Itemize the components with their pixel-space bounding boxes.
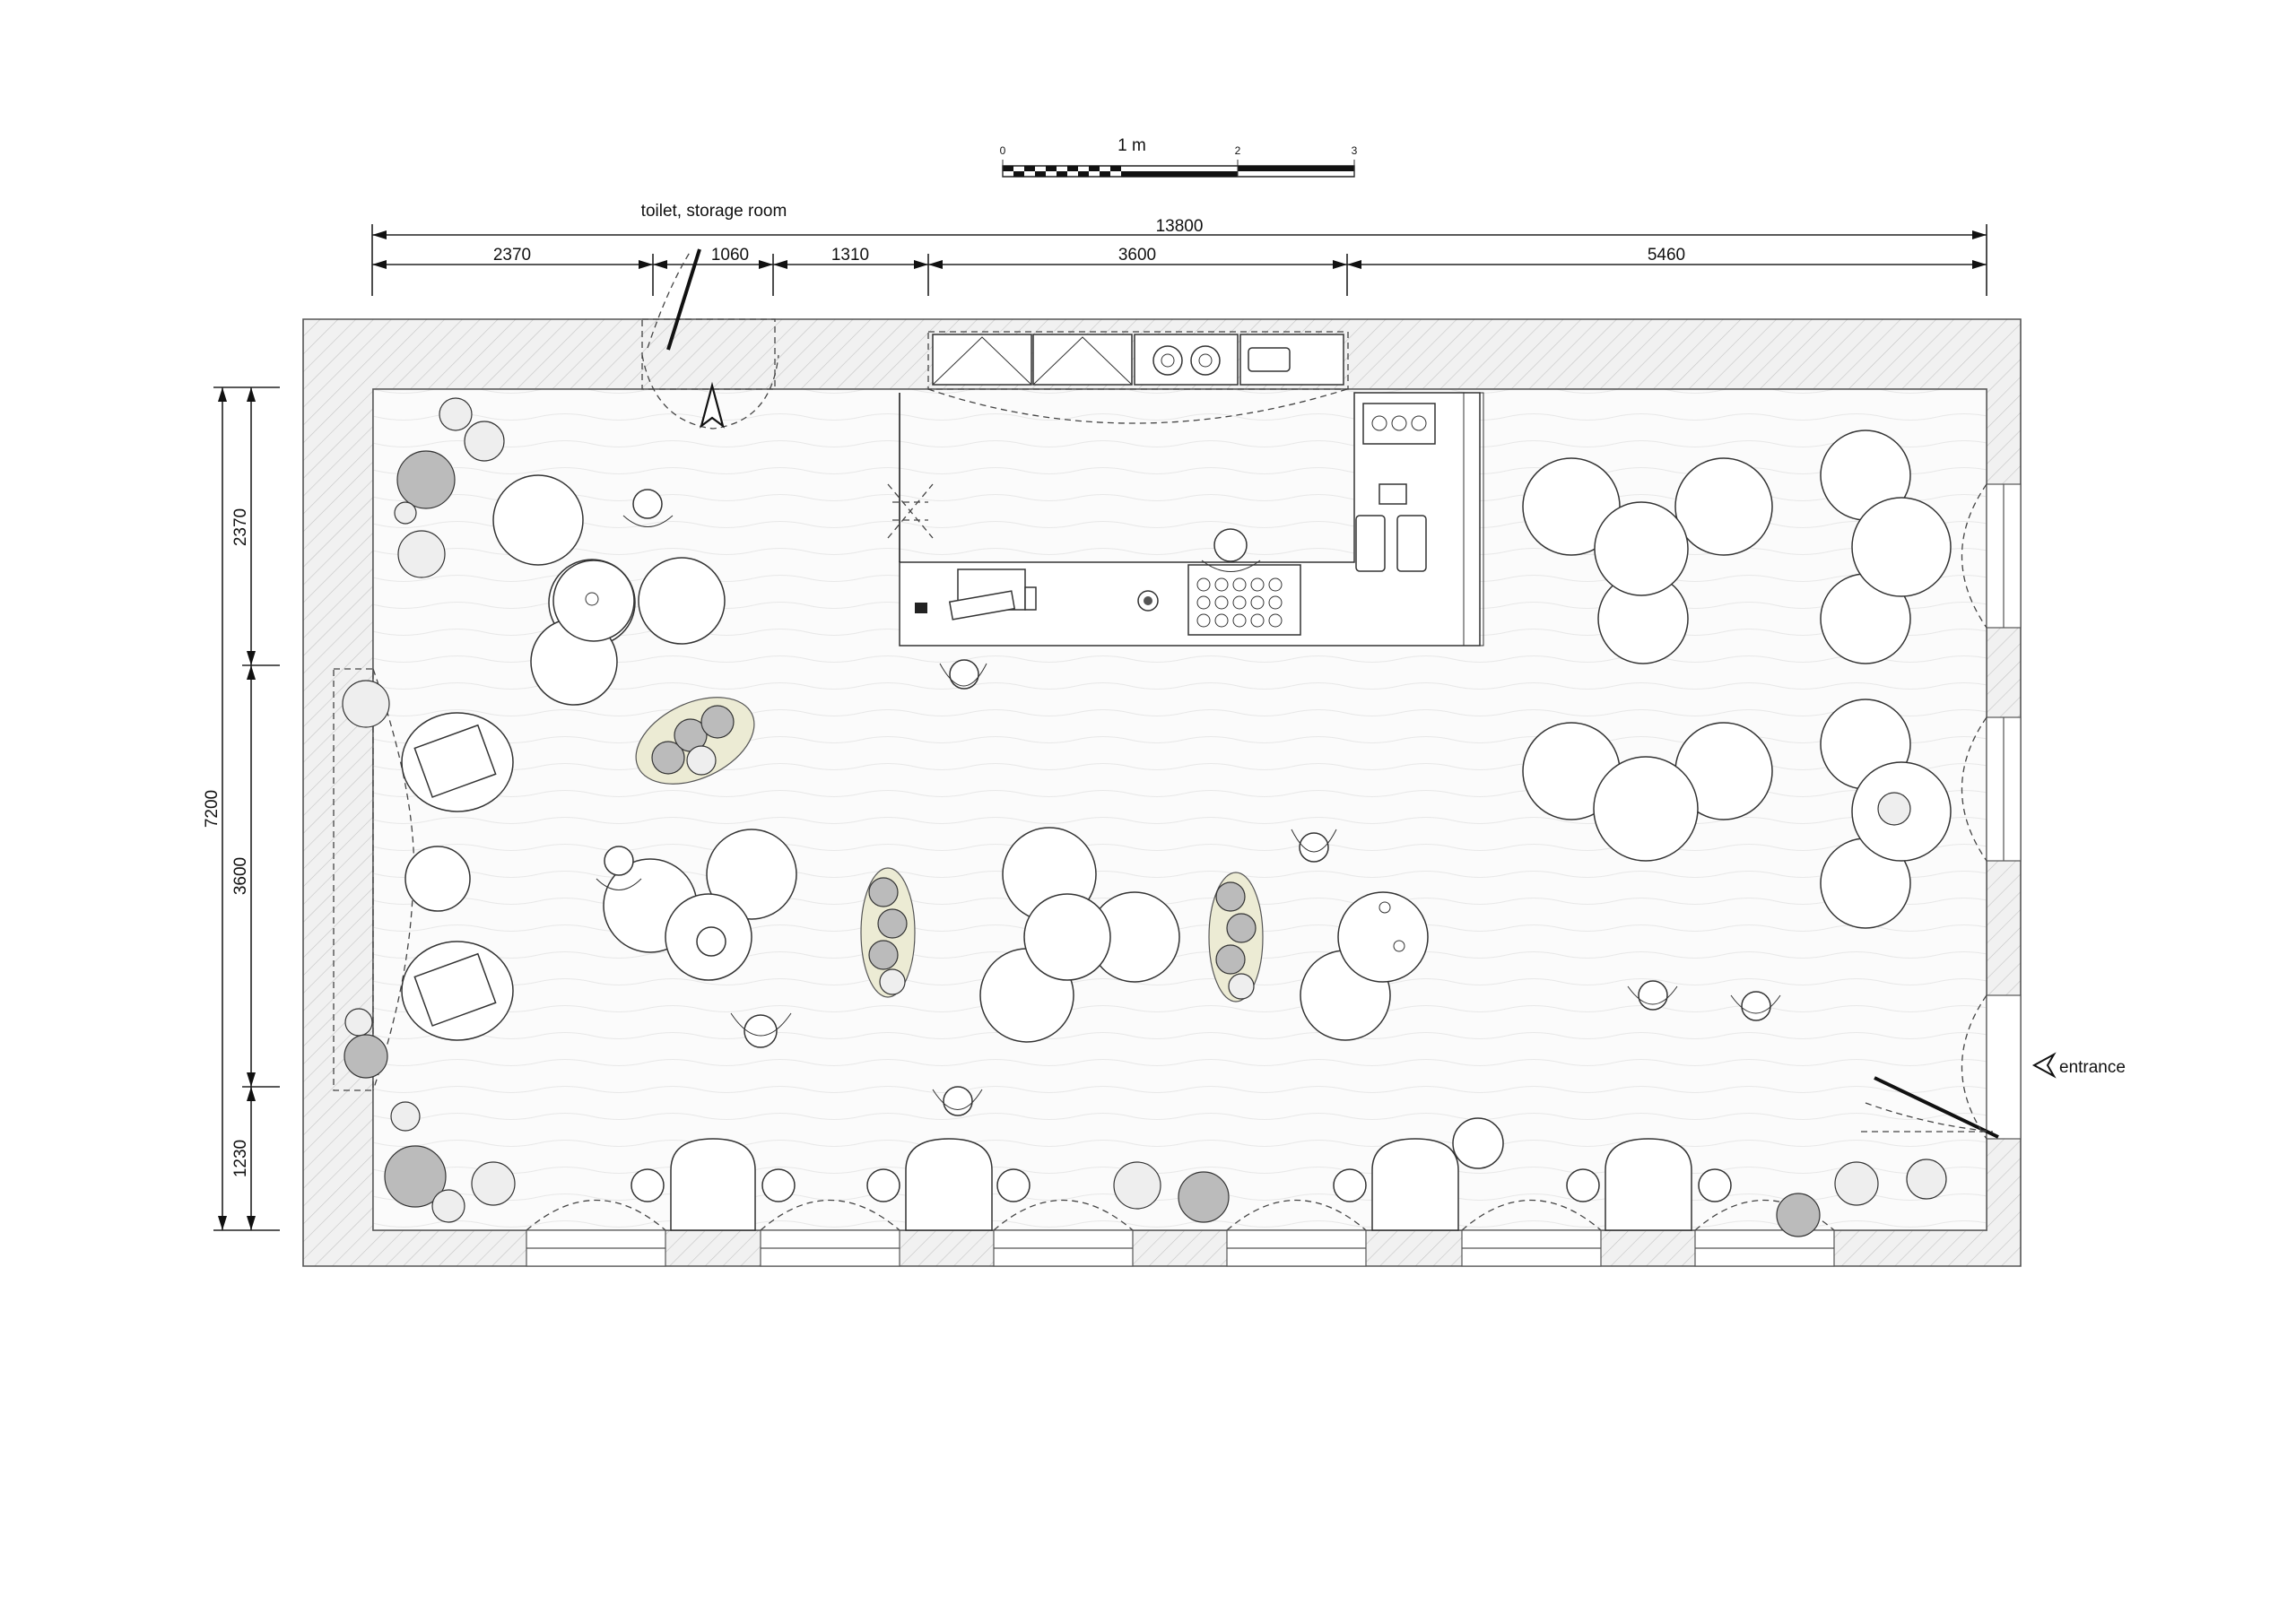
bottom-windows xyxy=(526,1229,1835,1267)
dim-segment-2: 1060 xyxy=(711,246,749,265)
toilet-door: toilet, storage room xyxy=(641,202,787,430)
dim-segment-5: 5460 xyxy=(1648,246,1685,265)
dim-segment-4: 3600 xyxy=(1118,246,1156,265)
bar-counter xyxy=(887,392,1484,647)
lounge-chairs-left xyxy=(401,712,514,1041)
north-arrow-icon xyxy=(700,381,725,429)
right-windows xyxy=(1986,483,2022,862)
entrance-arrow-icon xyxy=(2031,1052,2057,1079)
dim-overall-height: 7200 xyxy=(203,790,222,828)
scale-tick-2: 2 xyxy=(1235,144,1241,157)
toilet-label: toilet, storage room xyxy=(641,202,787,221)
vertical-dimensions: 7200 2370 3600 1230 xyxy=(203,386,280,1231)
back-kitchen-counter xyxy=(927,331,1349,424)
horizontal-dimensions: 13800 2370 1060 1310 3600 5460 xyxy=(371,217,1987,296)
scale-tick-3: 3 xyxy=(1352,144,1358,157)
table-set-far-right xyxy=(1820,430,1952,929)
dim-segment-3: 1310 xyxy=(831,246,869,265)
dim-vertical-1: 2370 xyxy=(231,508,250,546)
plants xyxy=(342,397,1947,1237)
dim-segment-1: 2370 xyxy=(493,246,531,265)
table-set-center-right xyxy=(1300,891,1429,1041)
dim-vertical-2: 3600 xyxy=(231,857,250,895)
table-set-center xyxy=(979,827,1180,1043)
dim-overall-width: 13800 xyxy=(1156,217,1204,236)
table-set-top-left xyxy=(492,474,726,706)
dim-vertical-3: 1230 xyxy=(231,1140,250,1177)
scale-bar: 1 m 0 2 3 xyxy=(1000,136,1358,178)
entrance-door: entrance xyxy=(1861,994,2126,1140)
bottom-booths xyxy=(526,1117,1835,1231)
scale-unit-label: 1 m xyxy=(1118,136,1146,155)
scale-tick-0: 0 xyxy=(1000,144,1006,157)
right-window-swings xyxy=(1961,483,1987,1140)
left-niche xyxy=(333,668,415,1091)
table-set-top-right xyxy=(1522,457,1773,664)
planters xyxy=(635,697,1264,1002)
entrance-label: entrance xyxy=(2059,1058,2126,1077)
people xyxy=(596,489,1781,1116)
table-set-middle-right xyxy=(1522,722,1773,862)
table-set-center-left xyxy=(603,829,797,981)
